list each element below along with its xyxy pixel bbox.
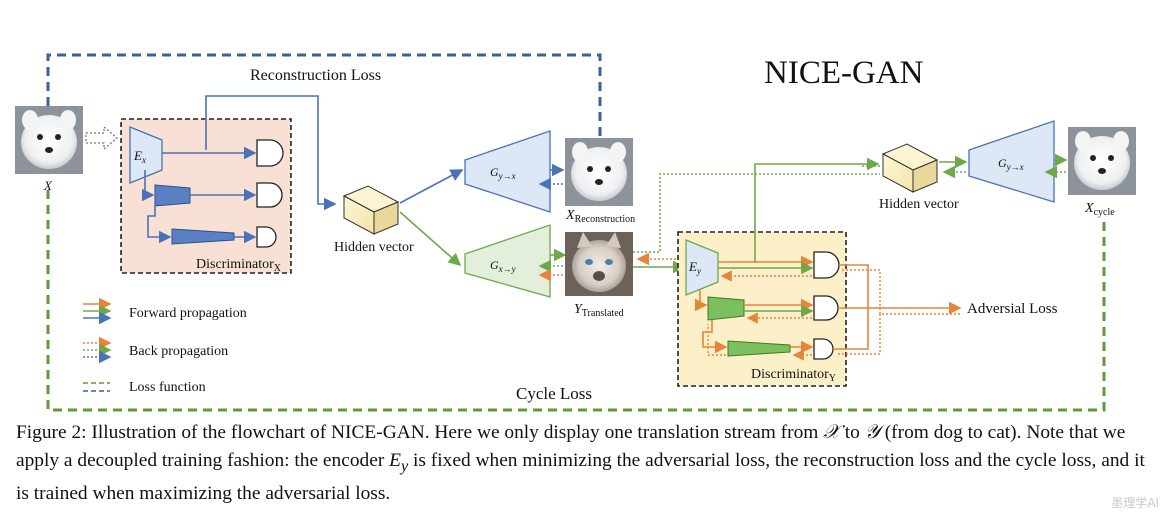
encoder-ey-label: Ey: [688, 259, 701, 276]
classifier-gate-x-2: [256, 182, 283, 208]
legend-loss-label: Loss function: [129, 380, 206, 395]
cycle-loss-path: [46, 190, 1106, 412]
classifier-gate-x-3: [256, 226, 277, 248]
generator-g-xy-label: Gx→y: [490, 258, 516, 274]
caption-part-4: is fixed when minimizing the adversarial…: [16, 449, 1145, 504]
figure-title: NICE-GAN: [764, 55, 924, 91]
hidden-vector-cube-right: [881, 143, 939, 193]
caption-part-2: to: [839, 422, 865, 443]
input-hollow-arrow: [85, 125, 119, 151]
caption-symbol-y: 𝒴: [864, 422, 880, 443]
classifier-gate-y-2: [813, 295, 839, 321]
cat-image-y-translated: [565, 232, 633, 296]
legend: Forward propagation Back propagation Los…: [83, 297, 247, 395]
disc-y-block-mid: [707, 296, 745, 321]
legend-forward-icon: [83, 297, 112, 325]
label-y-translated: YTranslated: [574, 302, 624, 319]
nice-gan-flowchart: Reconstruction Loss Cycle Loss NICE-GAN …: [15, 53, 1136, 412]
classifier-gate-y-1: [813, 251, 840, 279]
cycle-loss-label: Cycle Loss: [516, 384, 592, 403]
legend-back-label: Back propagation: [129, 344, 228, 359]
generator-g-yx-top-label: Gy→x: [490, 165, 516, 181]
classifier-gate-x-1: [256, 139, 284, 167]
reconstruction-loss-label: Reconstruction Loss: [250, 67, 381, 84]
encoder-ey: [685, 239, 719, 296]
hidden-vector-cube-left: [342, 185, 400, 235]
dog-image-x-input: [15, 106, 83, 174]
legend-forward-label: Forward propagation: [129, 306, 247, 321]
legend-back-icon: [83, 336, 112, 364]
caption-encoder-subscript: y: [401, 457, 409, 475]
caption-part-3: (from dog to cat). Note that we apply a …: [16, 422, 1126, 471]
generator-g-yx-right-label: Gy→x: [998, 156, 1024, 172]
discriminator-x-label: DiscriminatorX: [196, 257, 282, 274]
classifier-gate-y-3: [813, 338, 834, 360]
dog-image-x-cycle: [1068, 127, 1136, 195]
legend-loss-icon: [83, 382, 110, 392]
generator-g-yx-right: [968, 120, 1055, 203]
encoder-ex-label: Ex: [133, 148, 146, 165]
generator-g-xy: [464, 224, 551, 298]
generator-g-yx-top: [464, 130, 551, 213]
caption-symbol-x: 𝒳: [823, 422, 840, 443]
caption-encoder-symbol: E: [389, 449, 401, 471]
disc-y-block-low: [727, 340, 791, 357]
disc-x-block-low: [171, 228, 235, 245]
figure-caption: Figure 2: Illustration of the flowchart …: [16, 419, 1156, 507]
label-x-input: X: [43, 178, 53, 193]
encoder-ex: [129, 126, 163, 184]
label-x-cycle: Xcycle: [1084, 201, 1115, 218]
disc-x-block-mid: [154, 184, 191, 207]
adversial-loss-label: Adversial Loss: [967, 301, 1058, 317]
watermark-text: 墨理学AI: [1111, 496, 1159, 510]
discriminator-y-label: DiscriminatorY: [751, 367, 836, 384]
caption-part-1: Figure 2: Illustration of the flowchart …: [16, 422, 824, 443]
hidden-vector-left-label: Hidden vector: [334, 240, 414, 255]
label-x-reconstruction: XReconstruction: [565, 208, 635, 225]
dog-image-x-reconstruction: [565, 138, 633, 206]
hidden-vector-right-label: Hidden vector: [879, 197, 959, 212]
